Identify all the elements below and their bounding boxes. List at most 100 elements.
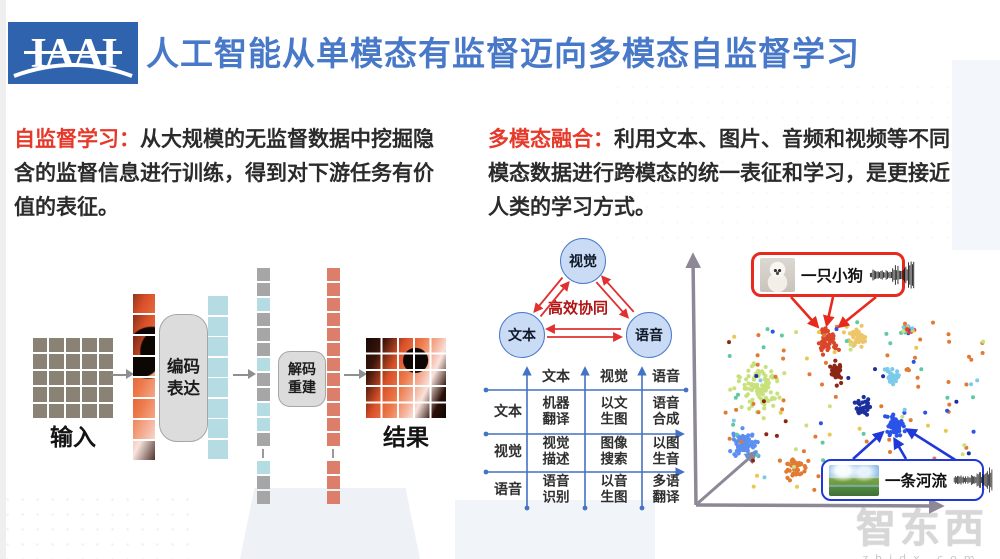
token-square [257, 343, 270, 356]
token-square [208, 296, 228, 315]
masked-patch [33, 354, 48, 369]
image-patch [65, 338, 81, 353]
token-square [208, 357, 228, 377]
token-square [257, 388, 270, 401]
token-square [257, 491, 270, 504]
image-patch [49, 354, 64, 369]
token-square [327, 328, 340, 341]
token-square [327, 461, 340, 474]
token-square [208, 419, 228, 438]
matrix-cell: 语音识别 [542, 473, 570, 505]
masked-patch [49, 338, 64, 353]
self-supervised-body: 从大规模的无监督数据中挖掘隐含的监督信息进行训练，得到对下游任务有价值的表征。 [14, 127, 434, 220]
masked-patch [65, 354, 81, 369]
arrow-right-icon [111, 368, 135, 382]
decoder-box: 解码重建 [278, 351, 326, 407]
image-patch [33, 387, 48, 402]
image-patch [133, 378, 155, 397]
token-square [257, 433, 270, 446]
token-square [327, 343, 340, 356]
token-square [327, 373, 340, 386]
token-square [257, 298, 270, 311]
masked-patch [98, 403, 113, 418]
image-patch [133, 420, 155, 439]
arrow-right-icon [233, 368, 257, 382]
watermark-site: zhidx.com [862, 552, 982, 559]
image-patch [133, 399, 155, 418]
masked-patch [82, 403, 97, 418]
token-square [327, 268, 340, 281]
matrix-header: 文本 [542, 368, 570, 385]
multimodal-term: 多模态融合： [488, 127, 614, 151]
decoder-label: 解码重建 [288, 361, 316, 396]
masked-patch [33, 338, 48, 353]
matrix-header: 视觉 [494, 443, 522, 460]
river-callout: 一条河流 [821, 459, 993, 501]
multimodal-paragraph: 多模态融合：利用文本、图片、音频和视频等不同模态数据进行跨模态的统一表征和学习，… [488, 122, 966, 224]
node-vision-label: 视觉 [569, 254, 597, 270]
reconstructed-image-grid [366, 338, 446, 418]
matrix-header: 语音 [652, 368, 680, 385]
matrix-cell: 语音合成 [652, 395, 680, 427]
token-square [327, 476, 340, 489]
image-patch [98, 387, 113, 402]
token-square [208, 316, 228, 336]
token-square [208, 398, 228, 418]
masked-patch [33, 403, 48, 418]
node-text-label: 文本 [508, 328, 536, 344]
token-square [327, 388, 340, 401]
visible-patch-column [133, 294, 155, 462]
encoder-label: 编码表达 [167, 356, 200, 398]
ellipsis-break [332, 449, 336, 458]
image-patch [133, 315, 155, 334]
watermark-brand: 智东西 [856, 506, 988, 552]
logo-crossbar [24, 51, 122, 54]
task-matrix: 文本视觉语音文本视觉语音机器翻译以文生图语音合成视觉描述图像搜索以图生音语音识别… [480, 360, 695, 510]
audio-waveform-icon [953, 466, 993, 494]
matrix-cell: 机器翻译 [542, 395, 570, 427]
masked-patch [65, 387, 81, 402]
encoder-box: 编码表达 [159, 314, 208, 442]
image-patch [133, 441, 155, 460]
token-square [208, 378, 228, 397]
matrix-header: 文本 [494, 403, 522, 420]
image-patch [65, 403, 81, 418]
masked-patch [49, 387, 64, 402]
dog-photo [760, 257, 795, 292]
token-square [327, 298, 340, 311]
node-text: 文本 [499, 312, 545, 358]
iaai-logo: IAAI [8, 22, 138, 84]
image-patch [133, 336, 155, 355]
grid-lines [366, 338, 446, 418]
masked-patch [82, 387, 97, 402]
token-square [327, 433, 340, 446]
matrix-cell: 视觉描述 [542, 435, 570, 467]
image-patch [133, 357, 155, 376]
multimodal-body: 利用文本、图片、音频和视频等不同模态数据进行跨模态的统一表征和学习，是更接近人类… [488, 127, 950, 220]
dog-callout-label: 一只小狗 [801, 266, 864, 285]
token-square [208, 439, 228, 459]
token-square [327, 313, 340, 326]
token-square [257, 268, 270, 281]
token-square [327, 283, 340, 296]
token-square [257, 418, 270, 431]
token-square [257, 313, 270, 326]
token-square [327, 403, 340, 416]
masked-input-image-grid [33, 338, 113, 418]
river-callout-label: 一条河流 [885, 472, 948, 490]
self-supervised-paragraph: 自监督学习：从大规模的无监督数据中挖掘隐含的监督信息进行训练，得到对下游任务有价… [14, 122, 450, 224]
ellipsis-break [262, 449, 266, 458]
masked-patch [98, 370, 113, 386]
token-square [257, 461, 270, 474]
masked-patch [49, 370, 64, 386]
token-square [208, 337, 228, 356]
mixed-token-column [257, 268, 270, 506]
bg-mesh-left [0, 492, 200, 559]
matrix-cell: 以图生音 [652, 435, 680, 467]
matrix-cell: 图像搜索 [600, 435, 628, 467]
masked-patch [49, 403, 64, 418]
image-patch [133, 294, 155, 313]
node-speech-label: 语音 [635, 328, 663, 344]
token-square [327, 491, 340, 504]
